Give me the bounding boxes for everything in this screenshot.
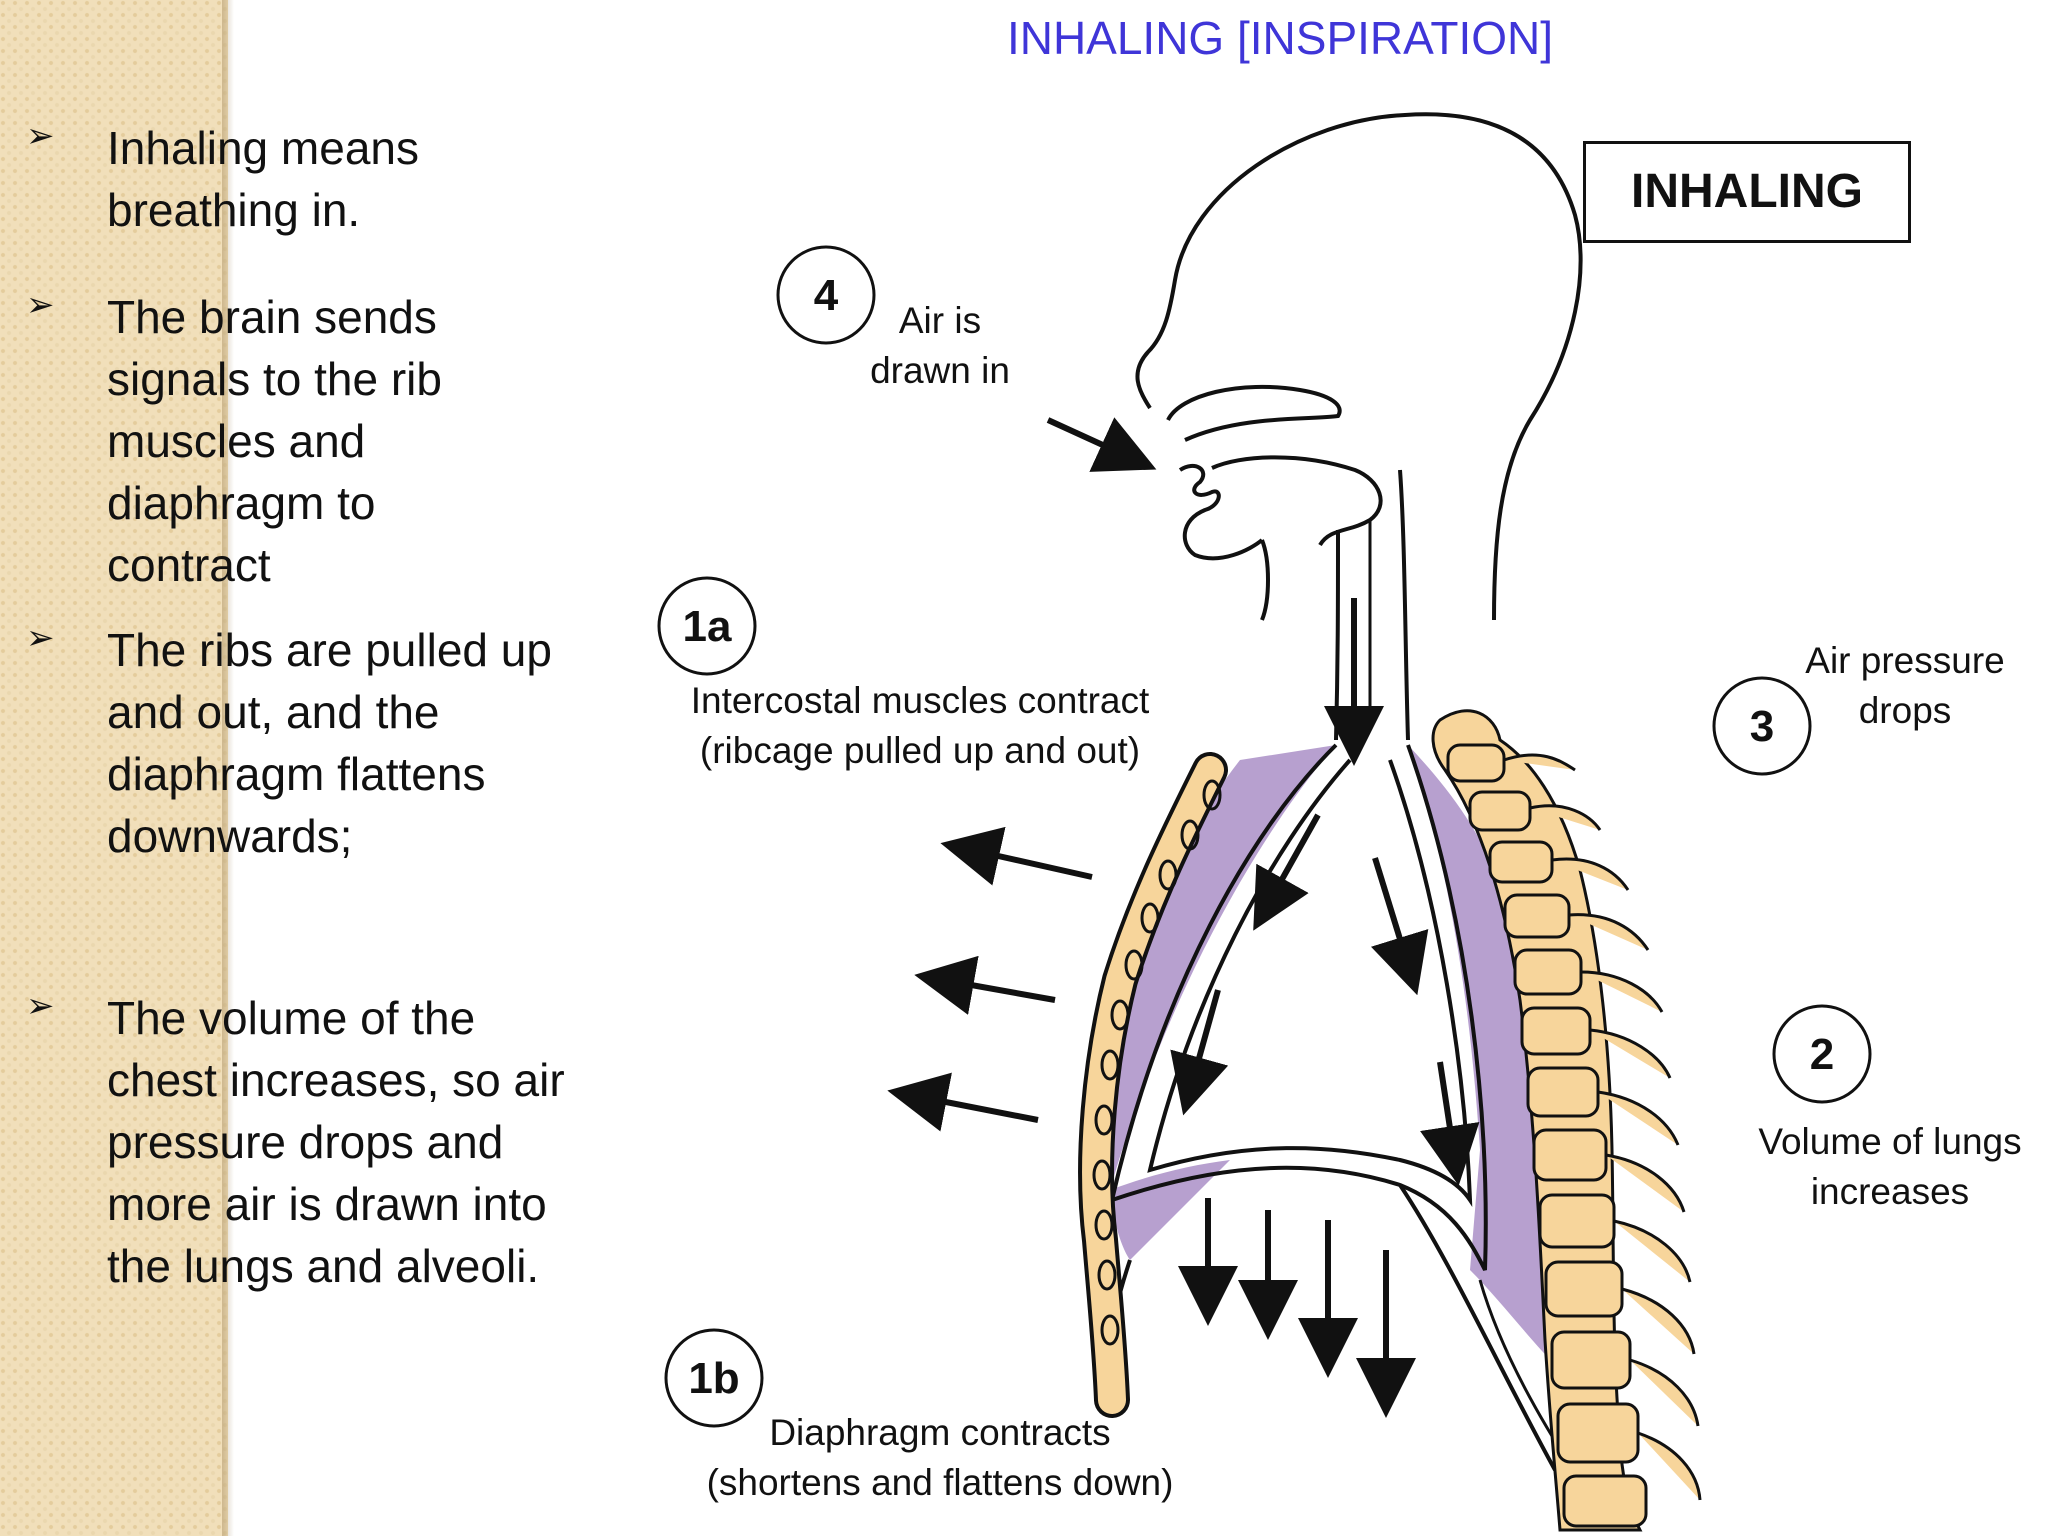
step-3-line1: Air pressure xyxy=(1805,640,2005,681)
step-1a-circle xyxy=(657,576,757,676)
spine xyxy=(1431,709,1702,1532)
arrowhead-bullet-icon: ➢ xyxy=(26,117,55,155)
step-2-circle xyxy=(1772,1004,1872,1104)
sidebar-strip xyxy=(0,0,228,1536)
lung-arrow xyxy=(1253,813,1321,931)
bullet-item: ➢ The volume of the chest increases, so … xyxy=(26,987,566,1367)
lung-outer xyxy=(1109,743,1488,1271)
nasal-cavity xyxy=(1166,384,1342,442)
step-4-number: 4 xyxy=(814,271,839,320)
trachea-left xyxy=(1334,529,1340,741)
flow-arrows xyxy=(887,417,1480,1418)
step-1a-label: Intercostal muscles contract (ribcage pu… xyxy=(640,676,1200,776)
step-4-line1: Air is xyxy=(898,300,982,341)
bullet-text: The volume of the chest increases, so ai… xyxy=(107,992,565,1292)
step-1a-line2: (ribcage pulled up and out) xyxy=(699,730,1141,771)
rib-arrow xyxy=(887,1072,1039,1132)
step-2-line1: Volume of lungs xyxy=(1758,1121,2022,1162)
sidebar-shadow xyxy=(222,0,234,1536)
pleura-left xyxy=(1106,745,1336,1260)
trachea-right xyxy=(1398,469,1410,741)
step-3-label: Air pressure drops xyxy=(1770,636,2040,736)
step-2-number: 2 xyxy=(1810,1030,1834,1079)
step-1b-circle xyxy=(664,1328,764,1428)
step-markers xyxy=(657,245,1872,1428)
bullet-item: ➢ The ribs are pulled up and out, and th… xyxy=(26,619,566,879)
face-profile xyxy=(1178,463,1264,561)
jaw-line xyxy=(1260,539,1270,621)
step-2-line2: increases xyxy=(1810,1171,1970,1212)
pleura-right xyxy=(1408,745,1560,1370)
bullet-text: Inhaling means breathing in. xyxy=(107,122,419,236)
lung-inner xyxy=(1147,758,1473,1208)
ribcage-bones xyxy=(1078,752,1228,1418)
step-1a-line1: Intercostal muscles contract xyxy=(690,680,1150,721)
arrowhead-bullet-icon: ➢ xyxy=(26,619,55,657)
bullet-item: ➢ Inhaling means breathing in. xyxy=(26,117,566,247)
rib-arrow xyxy=(914,955,1056,1015)
step-1b-label: Diaphragm contracts (shortens and flatte… xyxy=(660,1408,1220,1508)
step-2-label: Volume of lungs increases xyxy=(1740,1117,2040,1217)
step-1b-number: 1b xyxy=(688,1354,739,1403)
step-4-line2: drawn in xyxy=(870,350,1010,391)
lung-arrow xyxy=(1420,1061,1480,1186)
inhaling-label-box: INHALING xyxy=(1583,141,1911,243)
throat-line xyxy=(1396,118,1421,485)
arrowhead-bullet-icon: ➢ xyxy=(26,286,55,324)
arrowhead-bullet-icon: ➢ xyxy=(26,987,55,1025)
oral-cavity xyxy=(1211,455,1383,547)
step-1a-number: 1a xyxy=(683,602,732,651)
lung-arrow xyxy=(1170,989,1229,1116)
step-1b-line2: (shortens and flattens down) xyxy=(706,1462,1174,1503)
step-1b-line1: Diaphragm contracts xyxy=(769,1412,1111,1453)
step-3-number: 3 xyxy=(1750,702,1774,751)
step-4-circle xyxy=(776,245,876,345)
abdominal-curve-right xyxy=(1398,1183,1557,1471)
bullet-text: The ribs are pulled up and out, and the … xyxy=(107,624,552,862)
step-3-circle xyxy=(1712,676,1812,776)
step-4-label: Air is drawn in xyxy=(840,296,1040,396)
slide-title: INHALING [INSPIRATION] xyxy=(1006,12,1554,64)
air-in-arrow xyxy=(1046,417,1157,472)
inhaling-label: INHALING xyxy=(1631,165,1863,218)
bullet-item: ➢ The brain sends signals to the rib mus… xyxy=(26,286,566,606)
head-outline xyxy=(1135,112,1583,621)
rib-arrow xyxy=(940,826,1093,886)
bullet-text: The brain sends signals to the rib muscl… xyxy=(107,291,442,591)
step-3-line2: drops xyxy=(1858,690,1952,731)
lung-arrow xyxy=(1370,857,1429,996)
